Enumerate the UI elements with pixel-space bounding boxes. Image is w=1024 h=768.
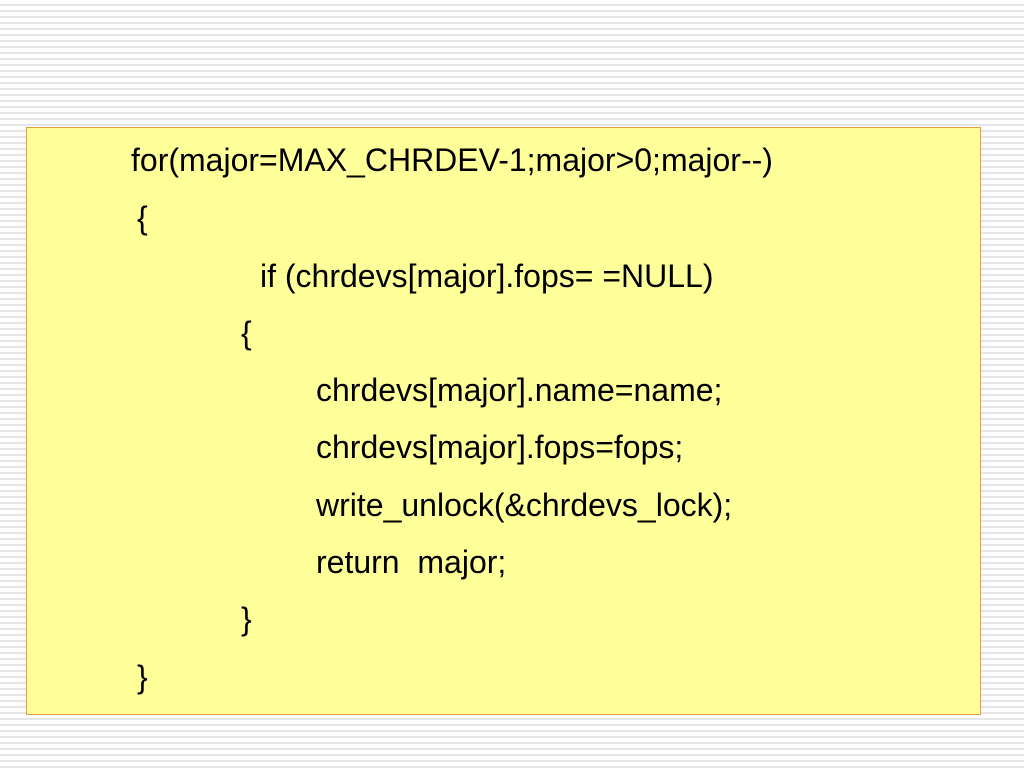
- code-line-close-brace-inner: }: [241, 601, 252, 637]
- code-line-return: return major;: [316, 544, 507, 580]
- code-line-write-unlock: write_unlock(&chrdevs_lock);: [316, 487, 733, 523]
- code-line-open-brace-inner: {: [241, 315, 252, 351]
- code-line-for-loop: for(major=MAX_CHRDEV-1;major>0;major--): [131, 142, 773, 178]
- code-block: for(major=MAX_CHRDEV-1;major>0;major--) …: [26, 127, 981, 715]
- code-line-close-brace-outer: }: [137, 659, 148, 695]
- code-line-assign-name: chrdevs[major].name=name;: [316, 372, 723, 408]
- code-line-if-condition: if (chrdevs[major].fops= =NULL): [260, 258, 714, 294]
- code-line-assign-fops: chrdevs[major].fops=fops;: [316, 429, 684, 465]
- code-line-open-brace-outer: {: [137, 200, 148, 236]
